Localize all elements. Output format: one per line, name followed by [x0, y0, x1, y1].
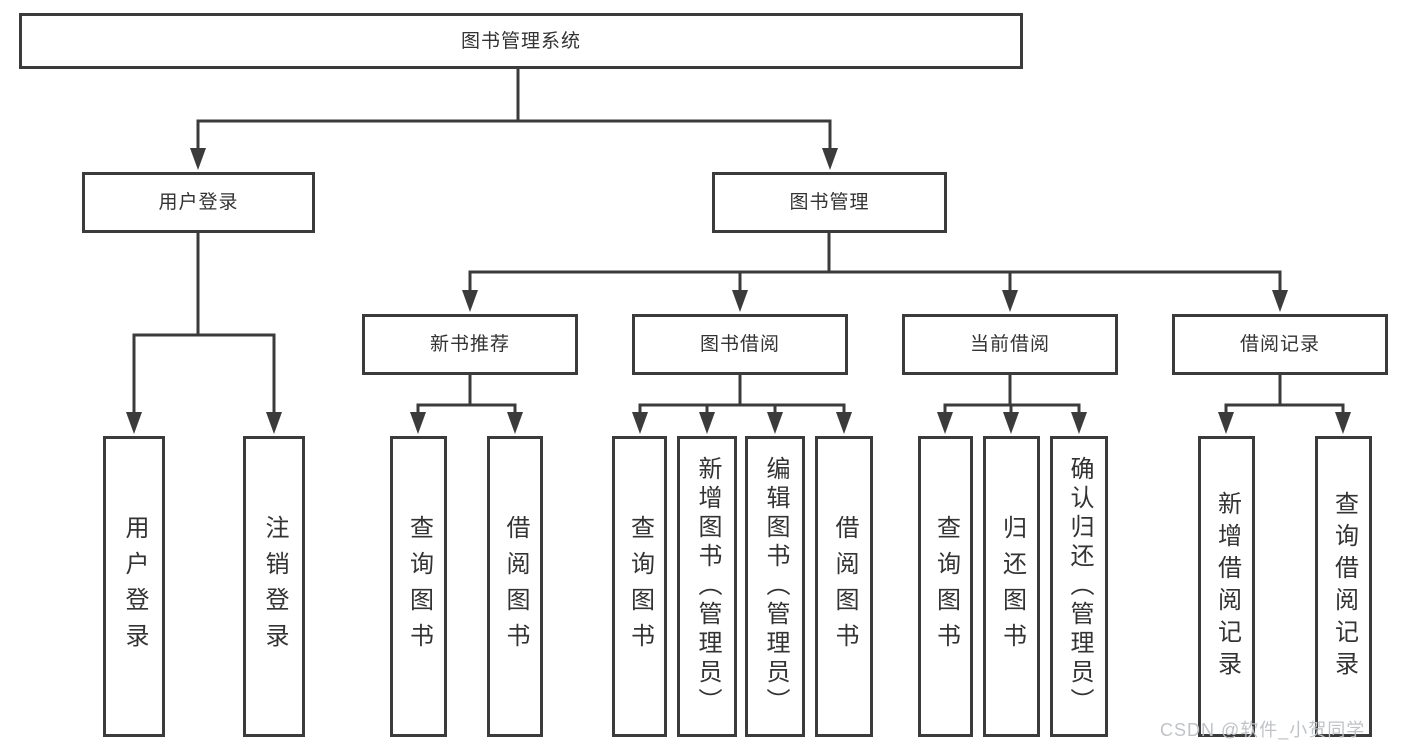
leaf-add-books-admin: 新增图书（管理员） [677, 436, 737, 737]
connector-group [937, 373, 1087, 434]
leaf-query-books-3-label: 查询图书 [932, 514, 960, 659]
connector-group [1218, 373, 1351, 434]
leaf-query-books-3: 查询图书 [918, 436, 973, 737]
leaf-edit-books-admin-label: 编辑图书（管理员） [762, 456, 789, 717]
node-user-login: 用户登录 [82, 172, 315, 233]
node-root: 图书管理系统 [19, 13, 1023, 69]
node-book-management: 图书管理 [712, 172, 947, 233]
leaf-return-books: 归还图书 [983, 436, 1040, 737]
connector-group [462, 231, 1288, 312]
connector-group [190, 67, 838, 170]
node-current-borrow-label: 当前借阅 [969, 334, 1050, 355]
leaf-query-books-2-label: 查询图书 [626, 514, 654, 659]
leaf-logout-label: 注销登录 [261, 514, 288, 659]
node-book-borrow-label: 图书借阅 [699, 334, 780, 355]
node-book-management-label: 图书管理 [789, 192, 870, 213]
leaf-borrow-books-2: 借阅图书 [815, 436, 873, 737]
node-borrow-records: 借阅记录 [1172, 314, 1388, 375]
leaf-logout: 注销登录 [243, 436, 305, 737]
connector-group [126, 231, 282, 434]
leaf-add-books-admin-label: 新增图书（管理员） [694, 456, 721, 717]
node-book-borrow: 图书借阅 [632, 314, 848, 375]
node-new-book-recommend: 新书推荐 [362, 314, 578, 375]
leaf-add-borrow-record: 新增借阅记录 [1198, 436, 1255, 737]
leaf-borrow-books-2-label: 借阅图书 [831, 514, 858, 659]
node-new-book-recommend-label: 新书推荐 [429, 334, 510, 355]
leaf-query-books-1-label: 查询图书 [405, 514, 433, 659]
leaf-return-books-label: 归还图书 [998, 514, 1026, 659]
leaf-query-books-1: 查询图书 [390, 436, 447, 737]
node-borrow-records-label: 借阅记录 [1239, 334, 1320, 355]
leaf-query-books-2: 查询图书 [612, 436, 667, 737]
connector-group [632, 373, 852, 434]
node-root-label: 图书管理系统 [460, 30, 581, 52]
leaf-query-borrow-record-label: 查询借阅记录 [1330, 490, 1358, 683]
leaf-user-login: 用户登录 [103, 436, 165, 737]
leaf-add-borrow-record-label: 新增借阅记录 [1213, 490, 1241, 683]
csdn-watermark: CSDN @软件_小贺同学 [1160, 720, 1366, 740]
leaf-borrow-books-1: 借阅图书 [487, 436, 543, 737]
leaf-edit-books-admin: 编辑图书（管理员） [745, 436, 805, 737]
leaf-borrow-books-1-label: 借阅图书 [502, 514, 529, 659]
node-current-borrow: 当前借阅 [902, 314, 1118, 375]
leaf-query-borrow-record: 查询借阅记录 [1315, 436, 1372, 737]
leaf-confirm-return-admin-label: 确认归还（管理员） [1066, 456, 1093, 717]
connector-group [410, 373, 523, 434]
leaf-confirm-return-admin: 确认归还（管理员） [1050, 436, 1108, 737]
node-user-login-label: 用户登录 [158, 192, 239, 213]
leaf-user-login-label: 用户登录 [121, 514, 148, 659]
